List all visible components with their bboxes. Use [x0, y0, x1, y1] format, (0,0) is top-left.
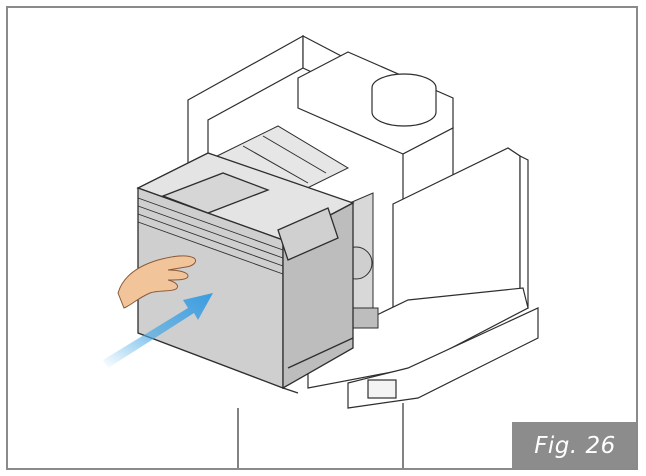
- technical-illustration: [103, 34, 539, 468]
- figure-label: Fig. 26: [534, 433, 616, 459]
- stove-housing: [187, 34, 539, 468]
- figure-label-box: Fig. 26: [512, 422, 636, 468]
- hand-icon: [117, 255, 197, 309]
- figure-frame: Fig. 26: [6, 6, 638, 470]
- push-direction-arrow: [103, 293, 213, 368]
- flue-collar: [371, 73, 437, 127]
- ash-drawer: [136, 152, 355, 394]
